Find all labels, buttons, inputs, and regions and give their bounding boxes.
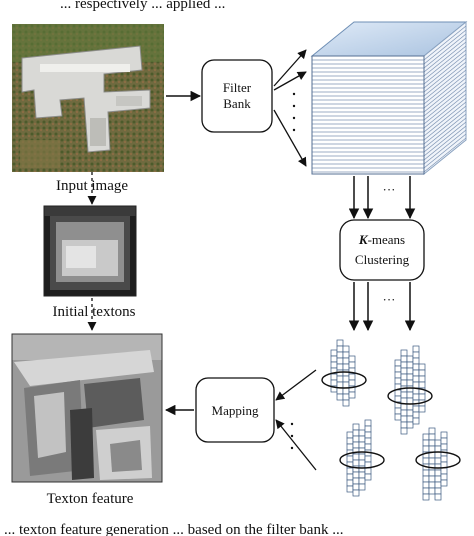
clustering-label: Clustering <box>355 252 410 267</box>
filter-bank-label-line1: Filter <box>223 80 252 95</box>
caption-bottom-fragment: ... texton feature generation ... based … <box>4 522 343 536</box>
filter-fanout-arrows <box>273 49 307 167</box>
cluster-group <box>321 339 367 407</box>
cluster-group <box>415 427 461 501</box>
mapping-box <box>195 377 275 443</box>
kmeans-ellipsis: ··· <box>383 292 396 307</box>
filter-fanout-dots <box>292 92 296 132</box>
initial-textons-label: Initial textons <box>53 304 136 320</box>
initial-textons-image <box>43 205 137 297</box>
cluster-ellipse <box>321 371 367 389</box>
clusters-to-mapping-arrows <box>275 369 317 471</box>
filter-response-stack <box>310 20 468 176</box>
cluster-ellipse <box>339 451 385 469</box>
caption-top-fragment: ... respectively ... applied ... <box>60 0 225 12</box>
filter-bank-box <box>201 59 273 133</box>
texton-feature-label: Texton feature <box>47 491 134 507</box>
kmeans-to-clusters-arrows <box>348 282 416 332</box>
texton-feature-image <box>11 333 163 483</box>
cluster-ellipse <box>415 451 461 469</box>
kmeans-label: K-means <box>358 232 405 247</box>
kmeans-clustering-box <box>339 219 425 281</box>
stack-ellipsis: ··· <box>383 182 396 197</box>
cluster-columns <box>321 339 461 501</box>
input-image <box>12 24 164 172</box>
cluster-group <box>339 419 385 497</box>
filter-bank-label-line2: Bank <box>223 96 251 111</box>
cluster-ellipse <box>387 387 433 405</box>
stack-to-kmeans-arrows <box>348 176 416 220</box>
mapping-fanin-dots <box>290 422 294 450</box>
mapping-label: Mapping <box>212 403 259 418</box>
cluster-group <box>387 345 433 435</box>
